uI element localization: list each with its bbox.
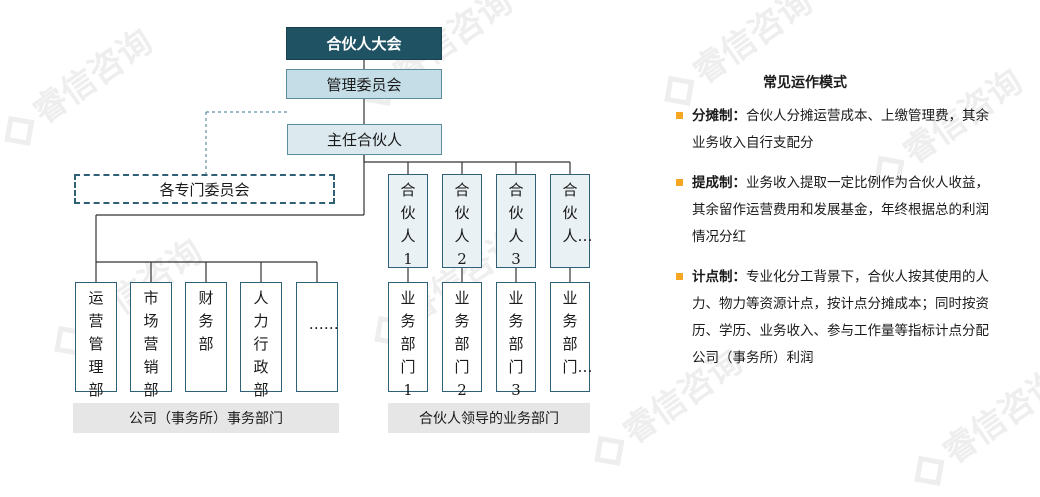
mode-term: 分摊制：: [692, 108, 746, 124]
chief-partner-box: 主任合伙人: [287, 124, 442, 155]
mode-commission: 提成制：业务收入提取一定比例作为合伙人收益，其余留作运营费用和发展基金，年终根据…: [676, 170, 992, 251]
dept-marketing-box: 市场营销部: [130, 282, 172, 399]
mode-text: 业务收入提取一定比例作为合伙人收益，其余留作运营费用和发展基金，年终根据总的利润…: [692, 175, 989, 245]
partners-assembly-box: 合伙人大会: [286, 27, 442, 60]
partner-more-box: 合伙人…: [550, 174, 593, 268]
bullet-icon: [676, 273, 683, 280]
partner-2-box: 合伙人2: [442, 174, 482, 268]
partner-3-box: 合伙人3: [496, 174, 536, 268]
unit-3-box: 业务部门3: [496, 282, 536, 399]
mode-term: 提成制：: [692, 175, 746, 191]
special-committees-box: 各专门委员会: [74, 174, 335, 204]
watermark-logo-icon: [914, 455, 945, 486]
mode-points: 计点制：专业化分工背景下，合伙人按其使用的人力、物力等资源计点，按计点分摊成本；…: [676, 264, 992, 372]
dept-more-box: ……: [296, 282, 339, 392]
dept-finance-box: 财务部: [185, 282, 227, 392]
partner-1-box: 合伙人1: [388, 174, 428, 268]
mode-text: 专业化分工背景下，合伙人按其使用的人力、物力等资源计点，按计点分摊成本；同时按资…: [692, 269, 989, 366]
mode-apportion: 分摊制：合伙人分摊运营成本、上缴管理费，其余业务收入自行支配分: [676, 103, 992, 157]
company-departments-caption: 公司（事务所）事务部门: [73, 403, 339, 433]
bullet-icon: [676, 179, 683, 186]
management-committee-box: 管理委员会: [286, 69, 442, 99]
mode-text: 合伙人分摊运营成本、上缴管理费，其余业务收入自行支配分: [692, 108, 989, 151]
partner-units-caption: 合伙人领导的业务部门: [388, 403, 590, 433]
panel-title: 常见运作模式: [763, 75, 847, 91]
unit-1-box: 业务部门1: [388, 282, 428, 399]
mode-term: 计点制：: [692, 269, 746, 285]
unit-2-box: 业务部门2: [442, 282, 482, 399]
dept-operations-box: 运营管理部: [75, 282, 117, 399]
unit-more-box: 业务部门…: [550, 282, 593, 392]
org-connectors: [95, 60, 571, 282]
bullet-icon: [676, 112, 683, 119]
dept-hr-box: 人力行政部: [240, 282, 282, 399]
